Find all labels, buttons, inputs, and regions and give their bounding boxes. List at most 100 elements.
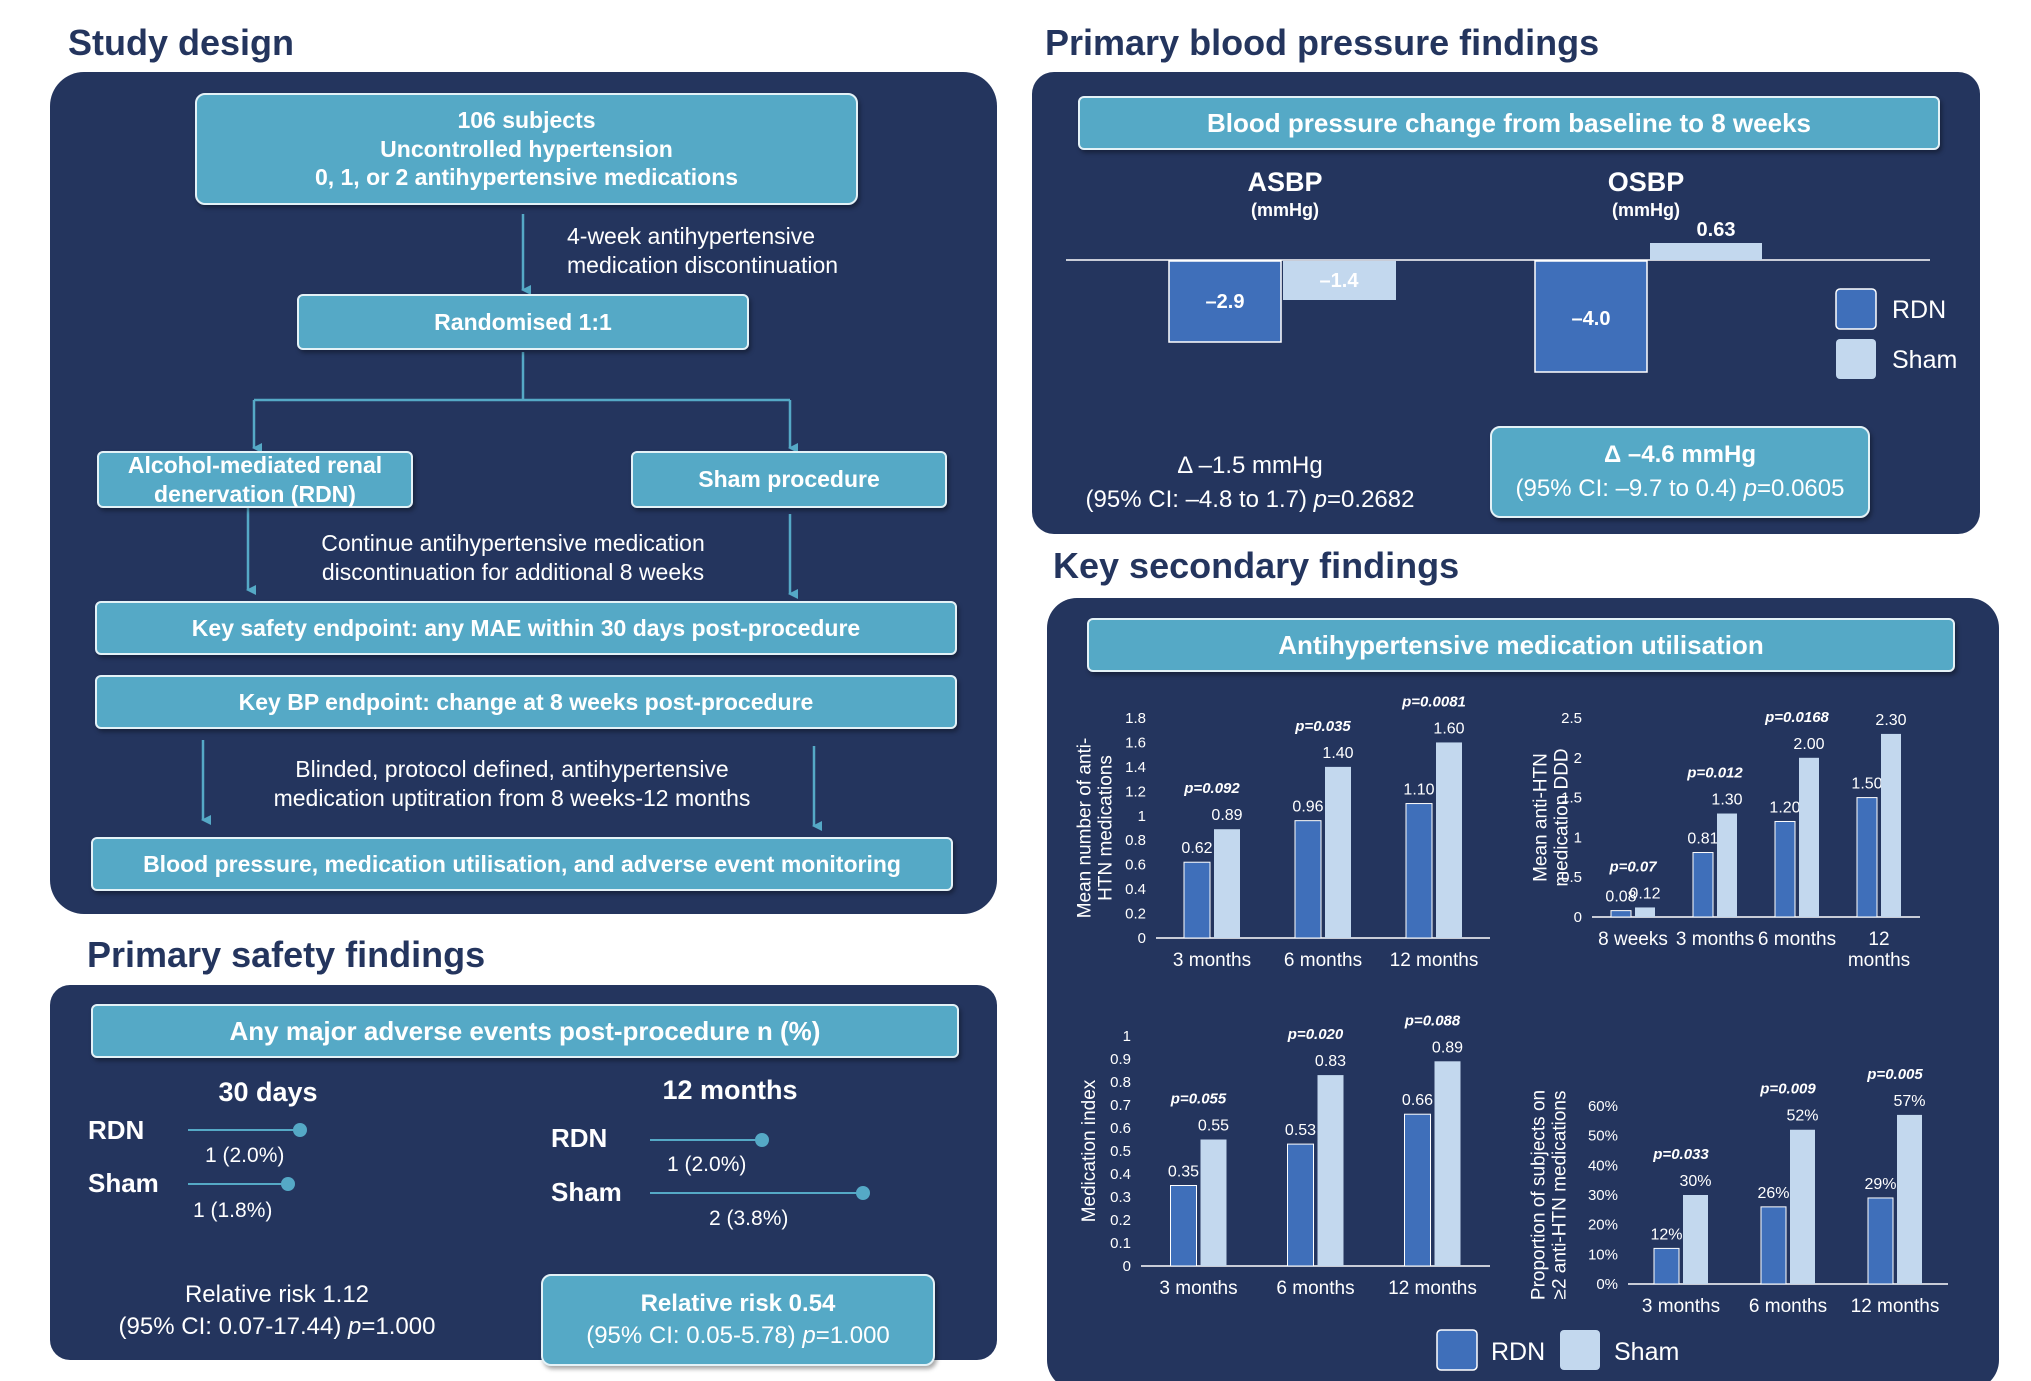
asbp-p-value: =0.2682 (1327, 485, 1415, 513)
study-design-title: Study design (68, 22, 295, 63)
safety-endpoint-box: Key safety endpoint: any MAE within 30 d… (95, 601, 957, 655)
continue-note: Continue antihypertensive medication dis… (268, 529, 758, 587)
chart3-bar-sham (1434, 1061, 1461, 1266)
chart2-bar-rdn (1610, 910, 1632, 918)
chart1-ytick: 0.4 (1125, 881, 1146, 898)
chart3-ytick: 0.3 (1110, 1189, 1131, 1206)
chart4-bar-rdn (1653, 1247, 1680, 1285)
chart2-bar-sham (1881, 733, 1901, 917)
chart2-category-label: 3 months (1676, 929, 1754, 950)
chart4-bar-sham (1683, 1195, 1708, 1284)
d30-label: 30 days (218, 1077, 318, 1107)
chart3-bar-sham (1200, 1139, 1227, 1266)
chart2-bar-sham (1635, 907, 1655, 917)
osbp-rdn-bar (1534, 260, 1648, 373)
bp-legend-sham-swatch (1836, 339, 1876, 379)
chart1-category-label: 12 months (1390, 950, 1479, 971)
chart2-value-label: 2.00 (1793, 736, 1824, 753)
chart2-bar-sham (1717, 813, 1737, 917)
osbp-sham-value: 0.63 (1697, 219, 1736, 241)
chart2-pvalue: p=0.07 (1608, 858, 1657, 875)
uptitration-note: Blinded, protocol defined, antihypertens… (222, 755, 802, 813)
d30-p-label: p (348, 1313, 362, 1341)
discontinuation-line-2: medication discontinuation (567, 251, 839, 278)
chart4-value-label: 30% (1679, 1173, 1711, 1190)
chart4-value-label: 12% (1650, 1226, 1682, 1243)
chart2-category-label: 6 months (1758, 929, 1836, 950)
chart2-ylabel: medication DDD (1552, 748, 1573, 886)
chart1-ytick: 0.2 (1125, 906, 1146, 923)
d30-ci: (95% CI: 0.07-17.44) p=1.000 (102, 1311, 452, 1343)
primary-bp-title: Primary blood pressure findings (1045, 22, 1600, 63)
chart3-value-label: 0.35 (1168, 1164, 1199, 1181)
chart1-bar-sham (1436, 742, 1462, 938)
uptitration-line-2: medication uptitration from 8 weeks-12 m… (273, 784, 751, 811)
bp-legend-sham-label: Sham (1892, 346, 1957, 374)
chart4-ytick: 40% (1588, 1157, 1618, 1174)
chart3-pvalue: p=0.020 (1287, 1026, 1344, 1043)
chart3-ytick: 0.7 (1110, 1097, 1131, 1114)
chart2-bar-rdn (1692, 852, 1714, 918)
d30-sham-dot (281, 1177, 295, 1191)
chart1-bar-rdn (1405, 803, 1433, 939)
bp-legend-rdn-label: RDN (1892, 296, 1946, 324)
chart4-category-label: 3 months (1642, 1296, 1720, 1317)
chart1-bar-sham (1214, 829, 1240, 938)
chart3-ytick: 0.8 (1110, 1074, 1131, 1091)
chart1-category-label: 6 months (1284, 950, 1362, 971)
d30-rr: Relative risk 1.12 (184, 1281, 370, 1308)
subjects-line-1: 106 subjects (457, 106, 596, 133)
d30-rdn-value: 1 (2.0%) (205, 1144, 285, 1167)
asbp-ci-text: (95% CI: –4.8 to 1.7) (1085, 485, 1314, 513)
m12-ci-text: (95% CI: 0.05-5.78) (586, 1322, 803, 1349)
asbp-delta: Δ –1.5 mmHg (1177, 452, 1323, 479)
chart3-value-label: 0.83 (1315, 1053, 1346, 1070)
secondary-title: Key secondary findings (1053, 545, 1460, 586)
m12-sham-label: Sham (551, 1177, 622, 1207)
sec-legend-sham-swatch (1560, 1330, 1600, 1370)
chart2-category-label: 8 weeks (1598, 929, 1668, 950)
bp-endpoint-label: Key BP endpoint: change at 8 weeks post-… (238, 688, 814, 715)
chart1-ytick: 1.2 (1125, 783, 1146, 800)
m12-ci: (95% CI: 0.05-5.78) p=1.000 (586, 1320, 890, 1352)
rdn-arm-line-2: denervation (RDN) (154, 480, 356, 507)
chart3-bar-sham (1317, 1075, 1344, 1266)
secondary-header-label: Antihypertensive medication utilisation (1278, 629, 1764, 660)
chart2-bar-rdn (1774, 820, 1796, 918)
m12-label: 12 months (662, 1075, 798, 1105)
chart3-ytick: 0.6 (1110, 1120, 1131, 1137)
chart1-ylabel: Mean number of anti- (1075, 738, 1096, 919)
chart3-category-label: 6 months (1276, 1278, 1354, 1299)
asbp-rdn-bar (1168, 260, 1282, 343)
chart3-bar-rdn (1404, 1113, 1431, 1267)
rdn-arm-line-1: Alcohol-mediated renal (127, 451, 383, 478)
chart3-ytick: 0.1 (1110, 1235, 1131, 1252)
sham-arm-label: Sham procedure (698, 466, 880, 493)
chart2-ytick: 1 (1574, 829, 1582, 846)
discontinuation-line-1: 4-week antihypertensive (567, 223, 816, 249)
asbp-rdn-value: –2.9 (1206, 291, 1245, 313)
chart4-category-label: 12 months (1851, 1296, 1940, 1317)
d30-p-value: =1.000 (361, 1313, 436, 1341)
chart1-bar-rdn (1294, 820, 1322, 939)
chart1-ylabel: HTN medications (1096, 755, 1117, 901)
monitoring-box: Blood pressure, medication utilisation, … (91, 837, 953, 891)
chart1-pvalue: p=0.035 (1294, 718, 1351, 735)
chart4-bar-sham (1897, 1114, 1922, 1284)
safety-header-label: Any major adverse events post-procedure … (229, 1015, 821, 1046)
chart3-ytick: 1 (1123, 1028, 1131, 1045)
chart2-value-label: 0.81 (1687, 831, 1718, 848)
chart2-bar-sham (1799, 757, 1819, 917)
sec-legend-rdn-swatch (1436, 1329, 1478, 1371)
chart4-bar-sham (1790, 1129, 1815, 1284)
chart4-ytick: 10% (1588, 1246, 1618, 1263)
chart2-ytick: 2 (1574, 750, 1582, 767)
osbp-rdn-value: –4.0 (1572, 308, 1611, 330)
d30-sham-value: 1 (1.8%) (193, 1199, 273, 1222)
chart2-value-label: 2.30 (1875, 712, 1906, 729)
chart2-value-label: 1.30 (1711, 792, 1742, 809)
osbp-label: OSBP (1607, 167, 1685, 197)
